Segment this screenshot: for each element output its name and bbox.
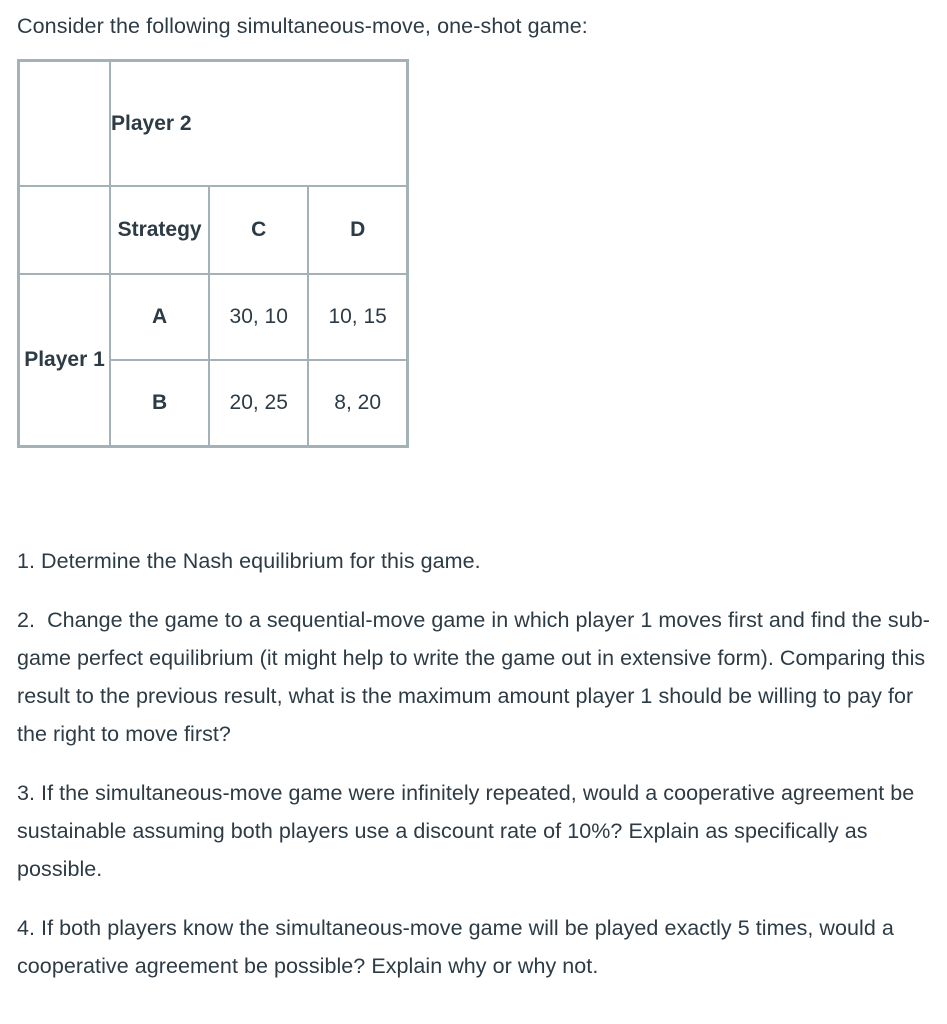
strategy-header-cell: Strategy [108, 185, 211, 275]
intro-text: Consider the following simultaneous-move… [17, 14, 588, 38]
table-row-column-headers: Strategy C D [17, 185, 409, 275]
payoff-cell-a-c: 30, 10 [208, 273, 310, 361]
question-item-2: 2. Change the game to a sequential-move … [17, 608, 932, 746]
column-header-d: D [307, 185, 409, 275]
corner-cell-blank-2 [17, 185, 111, 275]
questions-list: 1. Determine the Nash equilibrium for th… [17, 542, 930, 985]
table-row-b: B 20, 25 8, 20 [19, 359, 409, 448]
question-item-3: 3. If the simultaneous-move game were in… [17, 781, 921, 881]
table-row-player2-header: Player 2 [17, 59, 409, 187]
column-header-c: C [208, 185, 310, 275]
player1-header-cell: Player 1 [17, 273, 111, 448]
corner-cell-blank [17, 59, 111, 187]
table-row-a: Player 1 A 30, 10 10, 15 [17, 273, 409, 448]
payoff-matrix-container: Player 2 Strategy C D Player 1 A 30, 10 … [17, 59, 930, 448]
payoff-matrix-table: Player 2 Strategy C D Player 1 A 30, 10 … [17, 59, 409, 448]
payoff-cell-b-d: 8, 20 [307, 359, 409, 448]
player2-header-cell: Player 2 [109, 59, 409, 187]
question-item-4: 4. If both players know the simultaneous… [17, 916, 900, 978]
payoff-cell-a-d: 10, 15 [307, 273, 409, 361]
row-header-b: B [108, 359, 211, 448]
row-header-a: A [108, 273, 211, 361]
question-item-1: 1. Determine the Nash equilibrium for th… [17, 549, 481, 573]
payoff-cell-b-c: 20, 25 [208, 359, 310, 448]
